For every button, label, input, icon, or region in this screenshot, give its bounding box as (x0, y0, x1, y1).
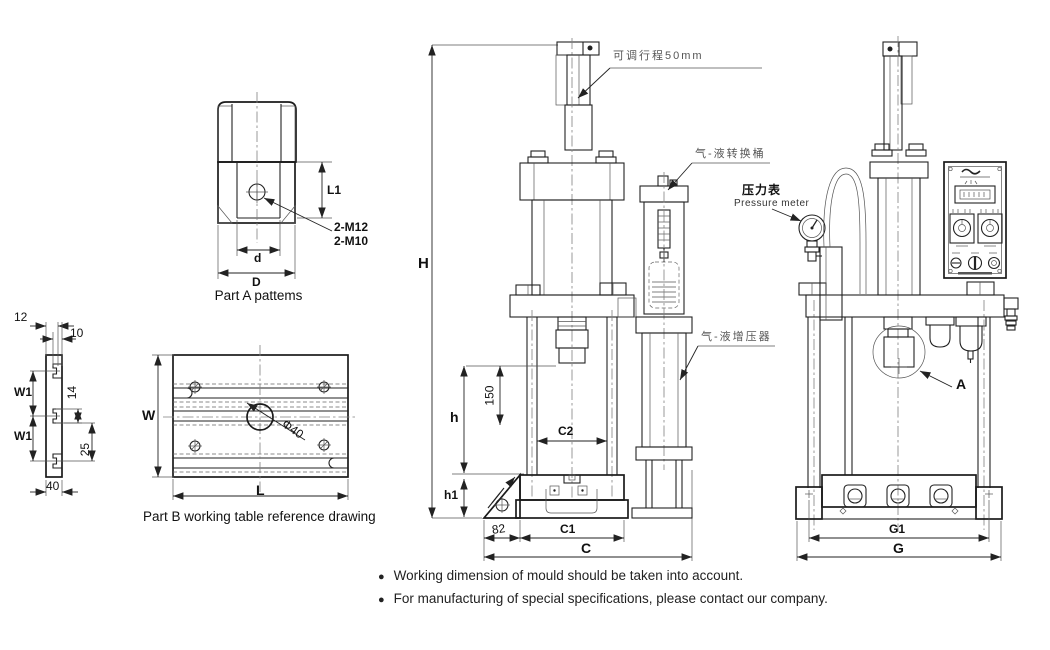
air-inlet-fitting (1003, 297, 1019, 331)
detail-label-a: A (956, 376, 967, 392)
dim-40: 40 (46, 479, 60, 493)
dim-12: 12 (14, 310, 28, 324)
counter-display (954, 180, 996, 204)
ram-assembly (555, 316, 589, 364)
dim-d: d (254, 251, 262, 265)
pressure-regulator-dials (949, 209, 1003, 247)
dim-w: W (142, 407, 156, 423)
note-line-2: ● For manufacturing of special specifica… (378, 591, 828, 606)
thread-note-1: 2-M12 (334, 220, 369, 234)
dim-g: G (893, 540, 904, 556)
booster-annotation: 气-液增压器 (701, 331, 772, 343)
dim-10: 10 (70, 326, 84, 340)
part-b-drawing (152, 345, 357, 500)
dim-l1: L1 (327, 183, 342, 197)
dim-14: 14 (65, 385, 80, 400)
dim-25: 25 (78, 442, 93, 457)
dim-g1: G1 (889, 522, 906, 536)
dim-l: L (256, 482, 265, 498)
center-hole (246, 403, 274, 431)
stroke-annotation: 可调行程50mm (613, 50, 704, 62)
front-view-drawing (428, 38, 775, 561)
dim-c: C (581, 540, 592, 556)
gauge-label-cn: 压力表 (742, 183, 782, 197)
dim-c2: C2 (558, 424, 574, 438)
gauge-label-en: Pressure meter (734, 198, 810, 209)
dim-w1-upper: W1 (14, 385, 32, 399)
side-view-drawing (771, 36, 1019, 561)
control-panel (943, 161, 1007, 279)
note-text: For manufacturing of special specificati… (393, 591, 828, 606)
air-filter-units (925, 316, 987, 363)
dim-h1: h1 (444, 488, 459, 502)
detail-circle (872, 325, 926, 379)
note-text: Working dimension of mould should be tak… (393, 568, 744, 583)
part-a-caption: Part A pattems (214, 288, 303, 303)
pressure-gauge (798, 214, 826, 262)
gusset-bracket (482, 472, 521, 519)
base-and-table (795, 474, 1003, 520)
intensifier-cylinder (631, 316, 693, 519)
part-a-detail (872, 316, 953, 388)
bullet-icon: ● (378, 571, 385, 583)
dim-82: 82 (491, 521, 507, 537)
bolt-hole-markers (188, 380, 331, 453)
note-line-1: ● Working dimension of mould should be t… (378, 568, 743, 583)
air-hose (823, 167, 867, 294)
working-table-front (515, 474, 629, 519)
brand-logo (960, 168, 990, 178)
manifold-block (819, 246, 843, 321)
dim-h: h (450, 409, 459, 425)
dim-c1: C1 (560, 522, 576, 536)
dim-150: 150 (482, 385, 497, 406)
conversion-tank (639, 172, 689, 470)
dim-w1-lower: W1 (14, 429, 32, 443)
t-slot-profile-view (29, 322, 96, 496)
part-b-caption: Part B working table reference drawing (143, 509, 376, 524)
tank-annotation: 气-液转换桶 (695, 148, 766, 160)
part-a-drawing (217, 92, 333, 279)
panel-buttons (950, 252, 1001, 275)
dim-cap-d: D (252, 275, 261, 289)
thread-note-2: 2-M10 (334, 234, 369, 248)
dim-h-total: H (418, 255, 429, 272)
bullet-icon: ● (378, 594, 385, 606)
